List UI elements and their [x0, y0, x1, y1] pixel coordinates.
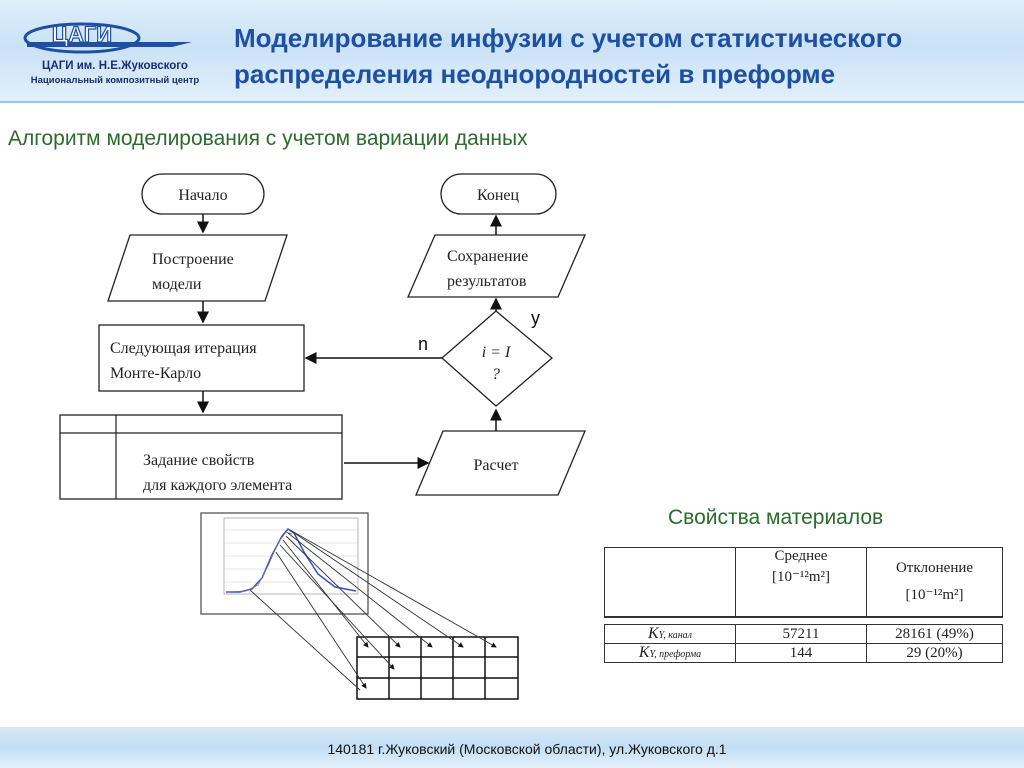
decision-label-1: i = I — [482, 344, 511, 361]
title-line-2: распределения неоднородностей в преформе — [234, 59, 836, 89]
start-label: Начало — [178, 187, 227, 204]
mean-column-label: Среднее — [774, 548, 828, 564]
header-mean-cell: Среднее [10⁻¹²m²] — [735, 547, 867, 618]
row-deviation: 28161 (49%) — [866, 624, 1003, 644]
materials-title: Свойства материалов — [668, 506, 884, 529]
no-label: n — [418, 334, 428, 354]
mapping-arrows — [249, 529, 497, 691]
decision-label-2: ? — [492, 366, 500, 383]
footer-address: 140181 г.Жуковский (Московской области),… — [327, 741, 727, 757]
dev-column-unit: [10⁻¹²m²] — [905, 587, 964, 603]
iteration-block — [98, 324, 305, 392]
footer-banner — [0, 727, 1024, 768]
table-row: KY, канал 57211 28161 (49%) — [604, 624, 1003, 644]
save-label-2: результатов — [447, 273, 527, 290]
mean-column-unit: [10⁻¹²m²] — [771, 569, 831, 585]
assign-label-2: для каждого элемента — [143, 477, 292, 494]
header-empty-cell — [604, 547, 736, 618]
build-model-block — [107, 234, 288, 302]
row-label: KY, преформа — [604, 643, 736, 663]
materials-table: Среднее [10⁻¹²m²] Отклонение [10⁻¹²m²] K… — [604, 547, 1003, 671]
title-line-1: Моделирование инфузии с учетом статистич… — [234, 23, 903, 53]
distribution-plot — [200, 512, 369, 615]
row-deviation: 29 (20%) — [866, 643, 1003, 663]
row-label: KY, канал — [604, 624, 736, 644]
logo-text: ЦАГИ — [52, 22, 112, 47]
org-name: ЦАГИ им. Н.Е.Жуковского — [42, 60, 188, 72]
row-mean: 57211 — [735, 624, 867, 644]
org-subtitle: Национальный композитный центр — [30, 75, 200, 86]
save-results-block — [407, 234, 586, 298]
tsagi-logo: ЦАГИ — [23, 21, 192, 54]
dev-column-label: Отклонение — [895, 560, 974, 576]
build-model-label-1: Построение — [152, 251, 234, 268]
iteration-label-1: Следующая итерация — [110, 340, 257, 357]
table-row: KY, преформа 144 29 (20%) — [604, 643, 1003, 663]
assign-label-1: Задание свойств — [143, 452, 255, 469]
build-model-label-2: модели — [152, 276, 202, 293]
end-label: Конец — [477, 187, 520, 204]
materials-header-row: Среднее [10⁻¹²m²] Отклонение [10⁻¹²m²] — [604, 547, 1003, 618]
end-terminal — [440, 173, 557, 215]
decision-block — [441, 310, 554, 407]
calculation-block — [415, 430, 586, 496]
save-label-1: Сохранение — [447, 248, 528, 265]
yes-label: y — [531, 308, 540, 328]
assign-properties-block — [59, 414, 343, 500]
element-grid — [356, 636, 519, 700]
section-subtitle: Алгоритм моделирования с учетом вариации… — [8, 127, 528, 150]
row-mean: 144 — [735, 643, 867, 663]
header-dev-cell: Отклонение [10⁻¹²m²] — [866, 547, 1003, 618]
header-banner — [0, 0, 1024, 103]
calculation-label: Расчет — [474, 457, 519, 474]
flowchart: Начало Построение модели Следующая итера… — [59, 173, 586, 700]
iteration-label-2: Монте-Карло — [110, 365, 201, 382]
page-title: Моделирование инфузии с учетом статистич… — [234, 20, 1014, 92]
